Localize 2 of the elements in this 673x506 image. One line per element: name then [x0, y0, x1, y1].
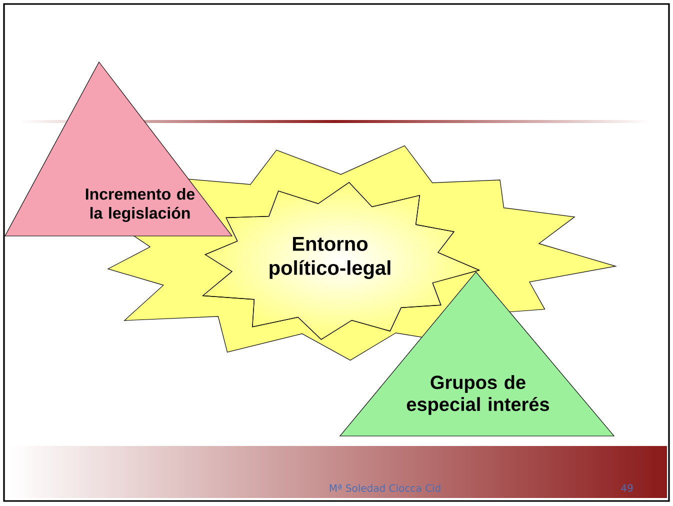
footer-text: Mª Soledad Ciocca Cid [330, 484, 440, 492]
footer-text: 49 [621, 484, 633, 492]
